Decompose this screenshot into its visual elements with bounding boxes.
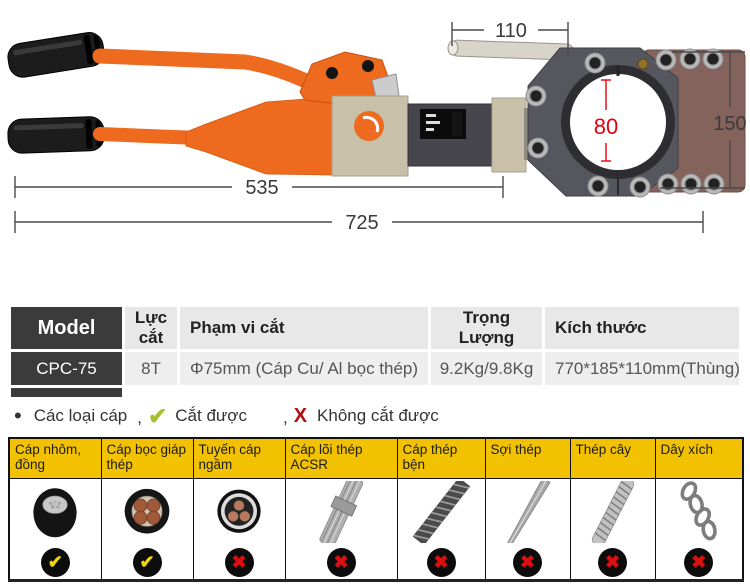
x-icon: ✖ bbox=[684, 547, 714, 577]
table-cell: ✖ bbox=[396, 477, 486, 581]
legend-comma: , bbox=[282, 408, 288, 427]
brass-fitting bbox=[637, 58, 649, 70]
opening-dimension-line bbox=[601, 79, 611, 162]
steel-wire-image bbox=[506, 480, 551, 543]
table-cell: ✖ bbox=[192, 477, 286, 581]
spec-value-size: 770*185*110mm(Thùng) bbox=[545, 352, 740, 385]
armored-cable-image bbox=[124, 488, 170, 534]
collar bbox=[491, 97, 527, 173]
check-icon: ✔ bbox=[148, 402, 168, 429]
table-cell: ✔ bbox=[100, 477, 194, 581]
table-cell: ✖ bbox=[569, 477, 656, 581]
cable-table: Cáp nhôm, đồng Cáp bọc giáp thép Tuyến c… bbox=[8, 437, 744, 582]
spec-header-force: Lực cắt bbox=[125, 307, 177, 349]
cable-header-underground: Tuyến cáp ngầm bbox=[192, 437, 286, 479]
cable-header-aluminum-copper: Cáp nhôm, đồng bbox=[8, 437, 102, 479]
top-arm bbox=[92, 48, 332, 98]
cable-header-braided-steel: Cáp thép bện bbox=[396, 437, 486, 479]
legend: • Các loại cáp , ✔ Cắt được , X Không cắ… bbox=[14, 404, 750, 428]
table-cell: ✔ bbox=[8, 477, 102, 581]
spec-header-range: Phạm vi cắt bbox=[180, 307, 428, 349]
spec-value-force: 8T bbox=[125, 352, 177, 385]
x-icon: ✖ bbox=[326, 547, 356, 577]
legend-check-label: Cắt được bbox=[175, 406, 247, 425]
x-icon: ✖ bbox=[426, 547, 456, 577]
legend-comma: , bbox=[137, 408, 142, 427]
x-icon: ✖ bbox=[598, 547, 627, 577]
check-icon: ✔ bbox=[132, 547, 162, 577]
pivot-bolt bbox=[326, 67, 338, 79]
spec-header-size: Kích thước bbox=[545, 307, 739, 349]
dimension-label-535: 535 bbox=[245, 177, 278, 199]
cone-body bbox=[185, 96, 333, 176]
carry-handle bbox=[447, 39, 575, 61]
table-cell: ✖ bbox=[484, 477, 571, 581]
cable-header-steel-wire: Sợi thép bbox=[484, 437, 571, 479]
aluminum-copper-cable-image bbox=[33, 487, 77, 537]
bottom-handle-grip bbox=[7, 116, 105, 154]
dimension-lines bbox=[14, 22, 745, 233]
cable-header-chain: Dây xích bbox=[654, 437, 744, 479]
table-cell: ✖ bbox=[654, 477, 744, 581]
head-bolts bbox=[525, 48, 725, 198]
x-icon: ✖ bbox=[224, 547, 254, 577]
spec-header-model: Model bbox=[11, 307, 122, 349]
check-icon: ✔ bbox=[40, 547, 70, 577]
top-handle-grip bbox=[7, 32, 105, 78]
x-icon: ✖ bbox=[513, 547, 542, 577]
dimension-label-110: 110 bbox=[495, 20, 527, 42]
x-icon: X bbox=[293, 405, 308, 427]
pivot-bolt bbox=[362, 60, 374, 72]
underground-cable-image bbox=[217, 489, 261, 533]
chain-image bbox=[680, 480, 717, 540]
spec-header-weight: Trọng Lượng bbox=[431, 307, 542, 349]
release-dial bbox=[354, 111, 384, 141]
cable-header-armored: Cáp bọc giáp thép bbox=[100, 437, 194, 479]
product-diagram: 110 150 80 535 725 bbox=[0, 0, 750, 292]
braided-steel-cable-image bbox=[412, 480, 471, 543]
dimension-label-725: 725 bbox=[345, 212, 378, 234]
bottom-arm bbox=[93, 127, 205, 145]
spec-table: Model Lực cắt Phạm vi cắt Trọng Lượng Kí… bbox=[8, 304, 742, 388]
spec-value-range: Φ75mm (Cáp Cu/ Al bọc thép) bbox=[180, 352, 428, 385]
rebar-image bbox=[591, 480, 634, 543]
table-cell: ✖ bbox=[284, 477, 398, 581]
legend-cables-label: Các loại cáp bbox=[33, 406, 128, 425]
dimension-label-80: 80 bbox=[594, 114, 618, 139]
spec-value-model: CPC-75 bbox=[11, 352, 122, 385]
cutting-opening bbox=[570, 74, 666, 170]
table-row-stub bbox=[11, 388, 122, 397]
legend-x-label: Không cắt được bbox=[317, 406, 439, 425]
cable-header-rebar: Thép cây bbox=[569, 437, 656, 479]
bullet-icon: • bbox=[14, 403, 22, 428]
spec-value-weight: 9.2Kg/9.8Kg bbox=[431, 352, 542, 385]
acsr-cable-image bbox=[319, 480, 364, 543]
dimension-label-150: 150 bbox=[713, 113, 746, 135]
dial-mark bbox=[362, 115, 380, 133]
cable-header-acsr: Cáp lõi thép ACSR bbox=[284, 437, 398, 479]
cable-cutter-image: 110 150 80 535 725 bbox=[7, 20, 747, 234]
